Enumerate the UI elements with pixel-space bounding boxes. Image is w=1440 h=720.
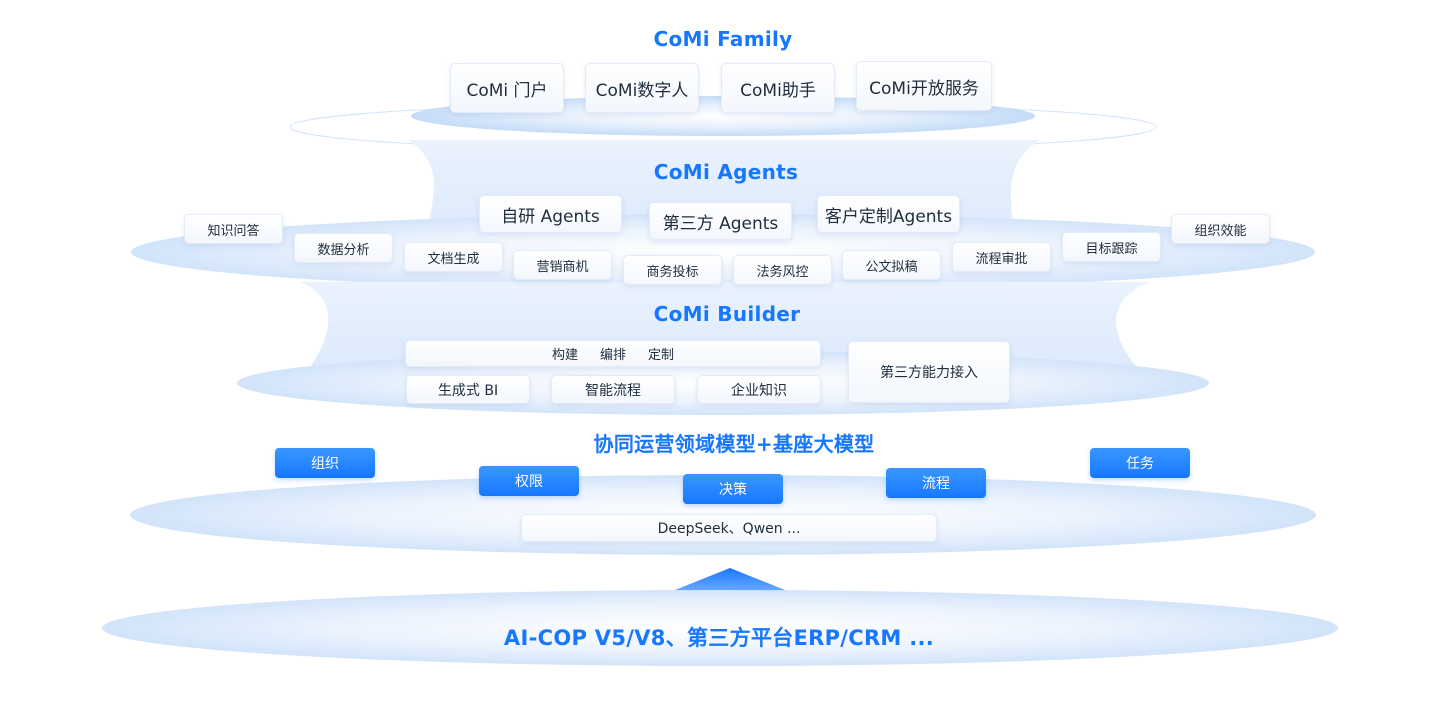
family-item-assistant[interactable]: CoMi助手 [721, 63, 835, 113]
agents-title: CoMi Agents [653, 160, 799, 184]
family-item-open-service[interactable]: CoMi开放服务 [856, 61, 992, 111]
domain-decision[interactable]: 决策 [683, 474, 783, 504]
scenario-bidding[interactable]: 商务投标 [623, 255, 722, 285]
scenario-data-analysis[interactable]: 数据分析 [294, 233, 393, 263]
scenario-knowledge-qa[interactable]: 知识问答 [184, 214, 283, 244]
builder-module-bi[interactable]: 生成式 BI [406, 375, 530, 404]
scenario-marketing[interactable]: 营销商机 [513, 250, 612, 280]
scenario-goal-tracking[interactable]: 目标跟踪 [1062, 232, 1161, 262]
agent-third-party[interactable]: 第三方 Agents [649, 202, 792, 240]
family-item-portal[interactable]: CoMi 门户 [450, 63, 564, 113]
family-title: CoMi Family [653, 27, 793, 51]
function-build[interactable]: 构建 [551, 348, 578, 363]
function-customize[interactable]: 定制 [648, 348, 675, 363]
builder-third-party[interactable]: 第三方能力接入 [848, 341, 1010, 403]
builder-module-knowledge[interactable]: 企业知识 [697, 375, 821, 404]
scenario-approval[interactable]: 流程审批 [952, 242, 1051, 272]
domain-process[interactable]: 流程 [886, 468, 986, 498]
builder-title: CoMi Builder [653, 302, 801, 326]
family-item-digital-human[interactable]: CoMi数字人 [585, 63, 699, 113]
scenario-org-efficiency[interactable]: 组织效能 [1171, 214, 1270, 244]
domain-task[interactable]: 任务 [1090, 448, 1190, 478]
models-title: 协同运营领域模型+基座大模型 [593, 432, 875, 456]
scenario-legal-risk[interactable]: 法务风控 [733, 255, 832, 285]
foundation-disc [102, 590, 1338, 666]
function-orchestrate[interactable]: 编排 [599, 348, 626, 363]
scenario-official-doc[interactable]: 公文拟稿 [842, 250, 941, 280]
foundation-title: AI-COP V5/V8、第三方平台ERP/CRM ... [503, 626, 935, 650]
builder-functions-bar: 构建 编排 定制 [405, 340, 821, 367]
scenario-doc-generation[interactable]: 文档生成 [404, 242, 503, 272]
base-models[interactable]: DeepSeek、Qwen ... [521, 514, 937, 542]
domain-organization[interactable]: 组织 [275, 448, 375, 478]
agent-custom[interactable]: 客户定制Agents [817, 195, 960, 233]
builder-module-workflow[interactable]: 智能流程 [551, 375, 675, 404]
agent-self-developed[interactable]: 自研 Agents [479, 195, 622, 233]
domain-permission[interactable]: 权限 [479, 466, 579, 496]
